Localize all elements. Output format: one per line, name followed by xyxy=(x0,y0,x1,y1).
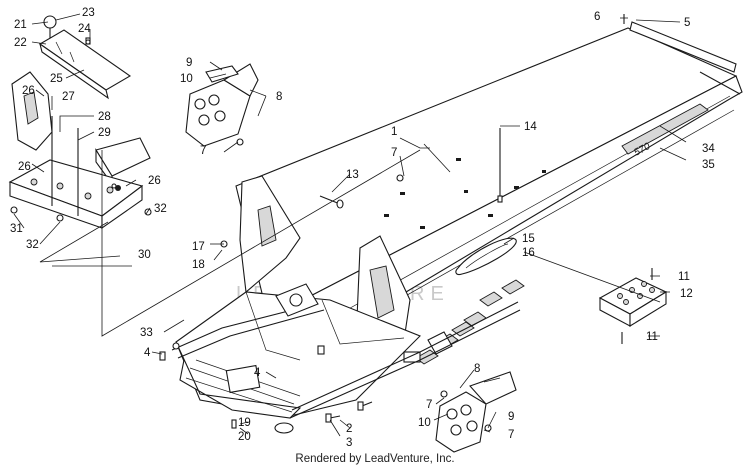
callout-17: 17 xyxy=(192,241,205,253)
callout-26-left: 26 xyxy=(18,161,31,173)
callout-19: 19 xyxy=(238,417,251,429)
callout-27: 27 xyxy=(62,91,75,103)
callout-8-lower: 8 xyxy=(474,363,480,375)
callout-35: 35 xyxy=(702,159,715,171)
front-bulkhead xyxy=(171,175,521,434)
callout-11-bottom: 11 xyxy=(646,331,658,343)
callout-26-upper: 26 xyxy=(22,85,35,97)
callout-7-upper-bracket: 7 xyxy=(200,145,206,157)
callout-12: 12 xyxy=(680,288,693,300)
callout-10-upper: 10 xyxy=(180,73,193,85)
callout-2: 2 xyxy=(346,423,352,435)
callout-13: 13 xyxy=(346,169,359,181)
callout-4-left: 4 xyxy=(144,347,151,359)
callout-21: 21 xyxy=(14,19,27,31)
callout-11-top: 11 xyxy=(678,271,690,283)
callout-15: 15 xyxy=(522,233,535,245)
callout-7-tunnel: 7 xyxy=(391,147,397,159)
callout-22: 22 xyxy=(14,37,27,49)
callout-leader-lines xyxy=(13,13,687,437)
callout-33: 33 xyxy=(140,327,153,339)
callout-32-right: 32 xyxy=(154,203,167,215)
callout-31: 31 xyxy=(10,223,23,235)
callout-1: 1 xyxy=(391,126,397,138)
callout-32-left: 32 xyxy=(26,239,39,251)
callout-16: 16 xyxy=(522,247,535,259)
part-callouts: 1 2 3 4 4 5 6 7 7 7 7 8 8 9 9 10 10 11 1… xyxy=(10,7,715,449)
callout-7-lower-bracket-right: 7 xyxy=(508,429,514,441)
callout-7-lower-bracket-left: 7 xyxy=(426,399,432,411)
callout-24: 24 xyxy=(78,23,91,35)
credit-line: Rendered by LeadVenture, Inc. xyxy=(295,453,454,465)
callout-30: 30 xyxy=(138,249,151,261)
bumper-bracket-assembly xyxy=(8,15,151,230)
callout-20: 20 xyxy=(238,431,251,443)
footrest-bracket-lower xyxy=(435,371,517,453)
callout-9-upper: 9 xyxy=(186,57,192,69)
callout-6: 6 xyxy=(594,11,600,23)
callout-14: 14 xyxy=(524,121,537,133)
clip-bracket xyxy=(598,277,668,327)
callout-8-upper: 8 xyxy=(276,91,282,103)
callout-9-lower: 9 xyxy=(508,411,514,423)
callout-5: 5 xyxy=(684,17,690,29)
callout-26-right: 26 xyxy=(148,175,161,187)
callout-23: 23 xyxy=(82,7,95,19)
callout-29: 29 xyxy=(98,127,111,139)
callout-4-floor: 4 xyxy=(254,367,261,379)
callout-34: 34 xyxy=(702,143,715,155)
callout-28: 28 xyxy=(98,111,111,123)
footrest-bracket-upper xyxy=(185,63,259,147)
callout-3: 3 xyxy=(346,437,352,449)
callout-18: 18 xyxy=(192,259,205,271)
callout-25: 25 xyxy=(50,73,63,85)
callout-10-lower: 10 xyxy=(418,417,431,429)
